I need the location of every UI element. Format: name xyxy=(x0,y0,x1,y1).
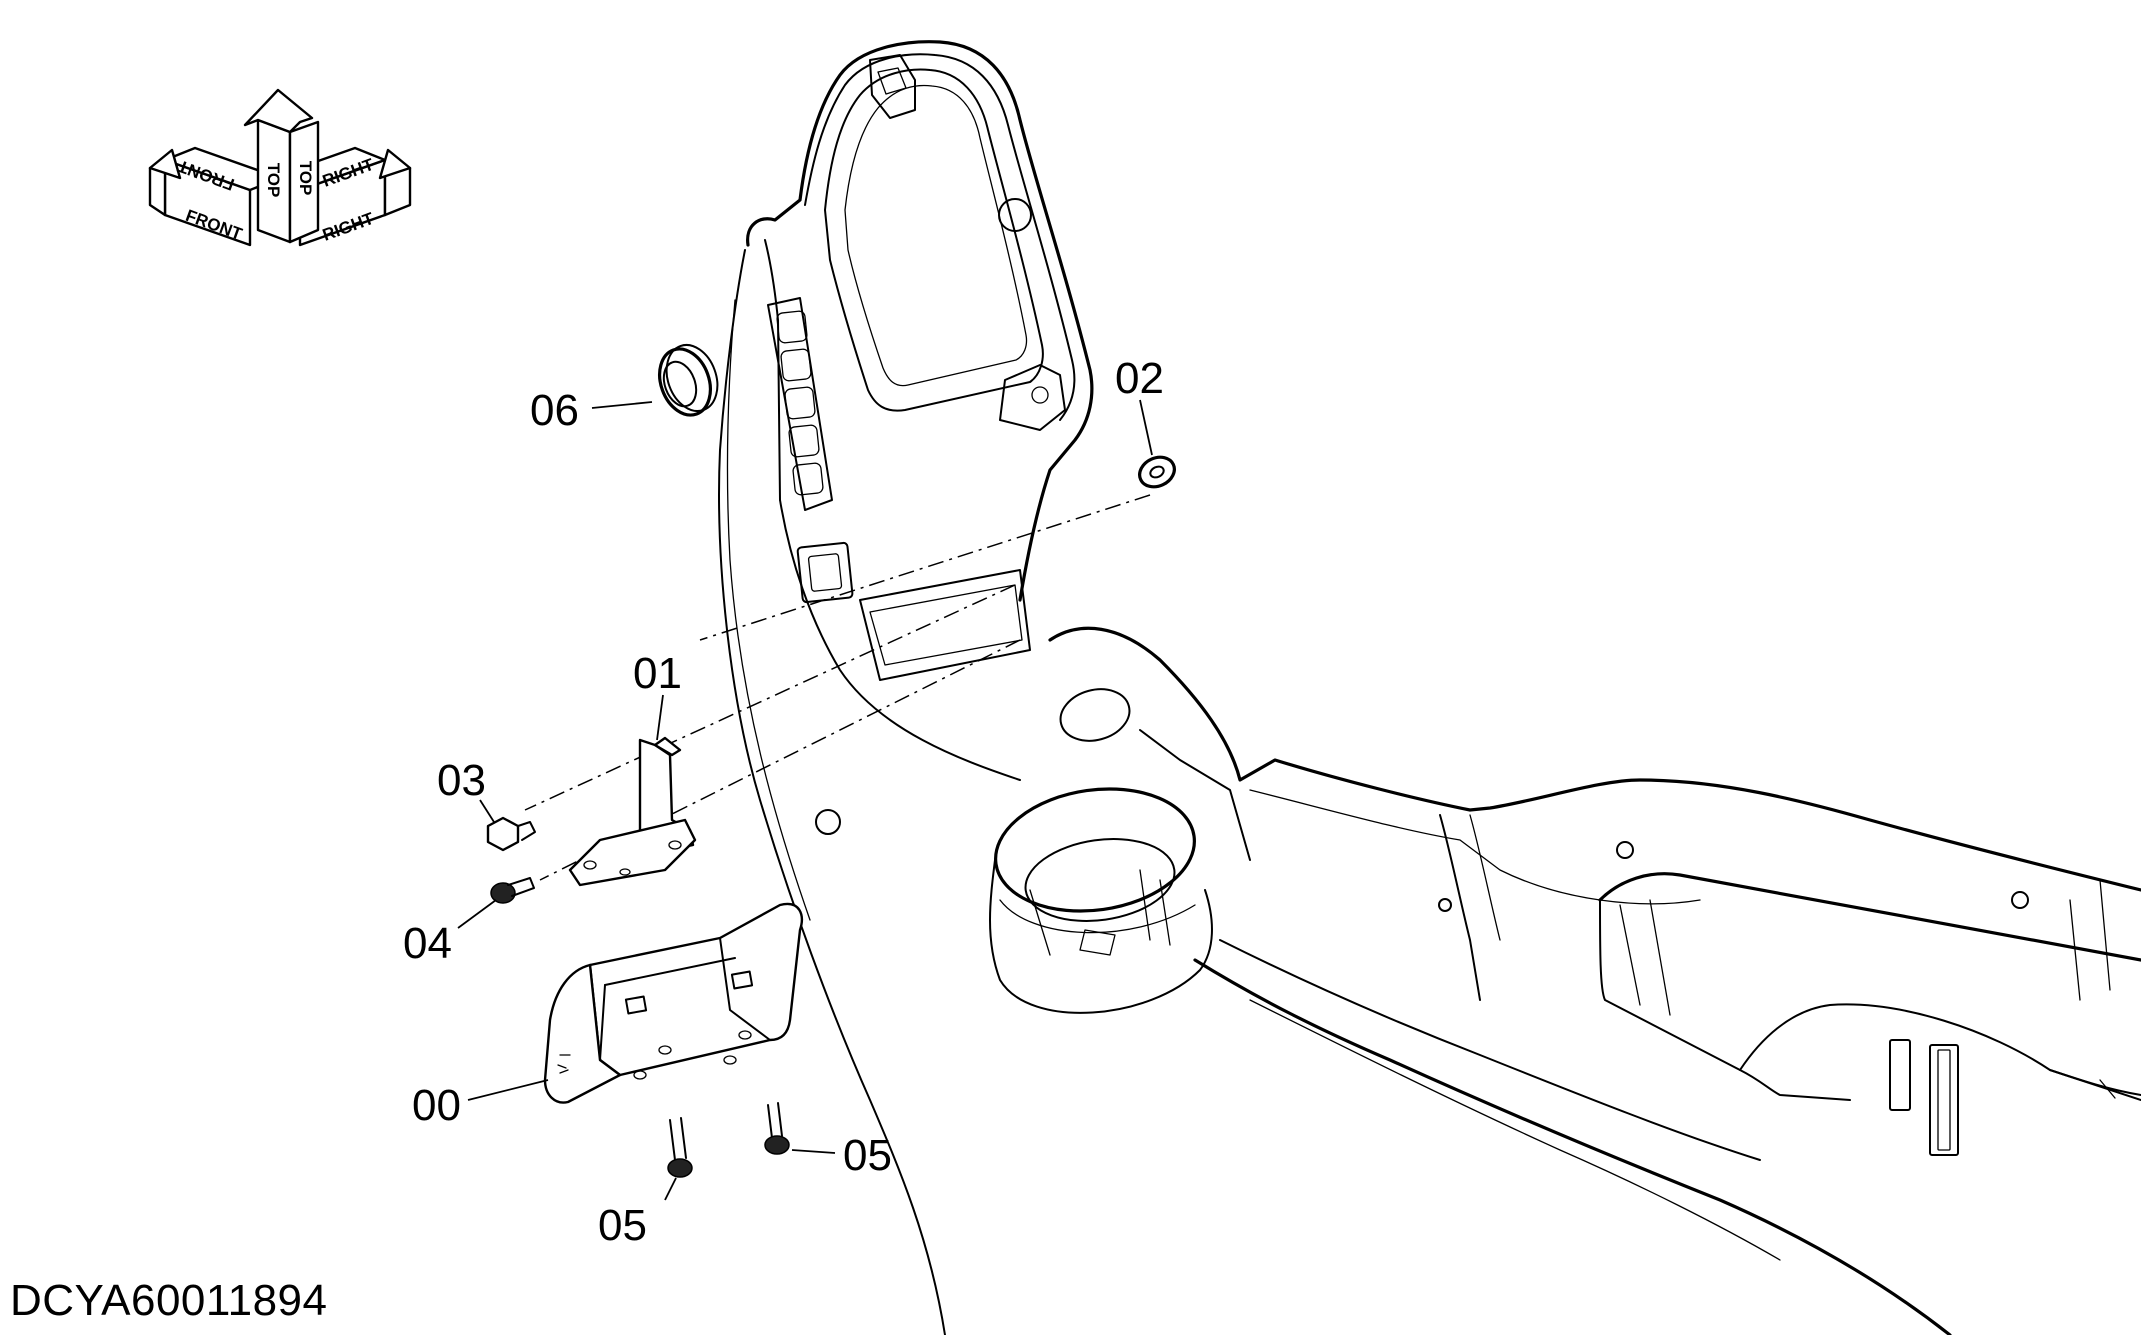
switch-row xyxy=(776,310,824,496)
callout-06: 06 xyxy=(530,386,579,435)
part-03-bolt xyxy=(479,799,536,852)
part-01-bracket xyxy=(568,694,697,887)
document-code: DCYA60011894 xyxy=(10,1276,328,1325)
cup-holder xyxy=(989,787,1213,1014)
orientation-compass: FRONT FRONT TOP TOP RIGHT RIGHT xyxy=(148,88,412,247)
callout-00: 00 xyxy=(412,1081,461,1130)
callout-03: 03 xyxy=(437,756,486,805)
part-00-cover xyxy=(467,902,803,1104)
callout-02: 02 xyxy=(1115,354,1164,403)
compass-top-right: TOP xyxy=(296,161,315,196)
part-05-screw-right xyxy=(764,1102,836,1155)
part-05-screw-lower xyxy=(664,1117,693,1201)
callout-05-lower: 05 xyxy=(598,1201,647,1250)
part-06-grommet xyxy=(591,344,719,417)
callout-01: 01 xyxy=(633,649,682,698)
compass-top-left: TOP xyxy=(264,163,283,198)
callout-05-right: 05 xyxy=(843,1131,892,1180)
part-02-washer xyxy=(1138,399,1176,489)
callout-04: 04 xyxy=(403,919,452,968)
part-04-bolt xyxy=(457,877,535,929)
